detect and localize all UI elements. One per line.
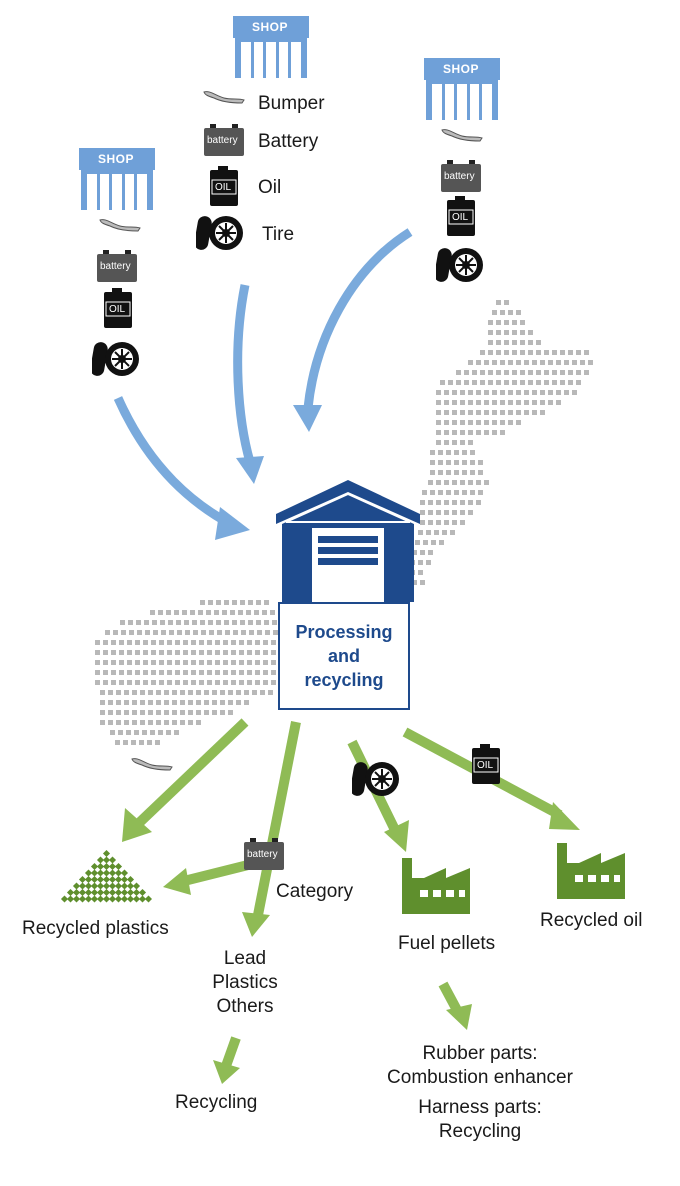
tire-icon	[436, 248, 483, 282]
inbound-arrowhead-center	[236, 456, 264, 484]
battery-icon: battery	[244, 838, 284, 870]
shop-icon	[79, 148, 155, 210]
factory-icon-fuel	[402, 858, 470, 914]
shop-building-left: SHOP	[79, 148, 155, 210]
inbound-arrowhead-right	[293, 405, 322, 432]
processing-label-line3: recycling	[304, 670, 384, 690]
processing-facility-box: Processing and recycling	[278, 602, 410, 710]
battery-icon-text: battery	[444, 171, 475, 182]
oil-can-icon: OIL	[447, 196, 475, 236]
tire-icon	[352, 762, 399, 796]
part-label-bumper: Bumper	[258, 93, 325, 114]
shop-label: SHOP	[252, 20, 289, 34]
oil-can-icon: OIL	[210, 166, 238, 206]
part-label-battery: Battery	[258, 131, 319, 152]
battery-recycling-label: Recycling	[175, 1092, 258, 1113]
lead-to-recycling-arrowhead	[213, 1060, 240, 1084]
oil-can-icon-text: OIL	[452, 212, 469, 223]
inbound-arrow-left	[113, 396, 235, 529]
outbound-arrowhead-battery	[242, 912, 270, 937]
harness-parts-label: Harness parts:	[418, 1097, 542, 1118]
battery-icon: battery	[441, 160, 481, 192]
recycled-oil-label: Recycled oil	[540, 910, 643, 931]
inbound-arrowhead-left	[215, 507, 250, 540]
processing-label: Processing and recycling	[289, 620, 399, 692]
factory-icon-oil	[557, 843, 625, 899]
shop-icon	[424, 58, 500, 120]
bumper-icon	[99, 219, 141, 232]
inbound-arrow-right	[303, 228, 413, 409]
battery-icon-text: battery	[100, 261, 131, 272]
shop-label: SHOP	[98, 152, 135, 166]
processing-label-line1: Processing	[295, 622, 393, 642]
battery-to-plastics-arrow	[178, 860, 250, 887]
fuel-to-parts-arrowhead	[446, 1004, 472, 1030]
tire-icon	[92, 342, 139, 376]
shop-building-right: SHOP	[424, 58, 500, 120]
battery-icon: battery	[204, 124, 244, 156]
outbound-arrowhead-fuel	[384, 820, 409, 852]
part-label-tire: Tire	[262, 224, 295, 245]
shop-building-top: SHOP	[233, 16, 309, 78]
battery-material-others: Others	[216, 996, 274, 1017]
combustion-enhancer-label: Combustion enhancer	[387, 1067, 573, 1088]
category-label: Category	[276, 881, 354, 902]
outbound-arrow-plastics	[136, 718, 249, 826]
fuel-pellet-uses: Rubber parts: Combustion enhancer Harnes…	[370, 1042, 590, 1144]
oil-can-icon: OIL	[104, 288, 132, 328]
processing-label-line2: and	[327, 646, 360, 666]
shop-icon	[233, 16, 309, 78]
battery-materials-list: Lead Plastics Others	[195, 947, 295, 1019]
rubber-parts-label: Rubber parts:	[422, 1043, 538, 1064]
inbound-arrow-center	[233, 284, 255, 464]
battery-icon: battery	[97, 250, 137, 282]
battery-material-plastics: Plastics	[212, 972, 278, 993]
battery-to-plastics-arrowhead	[163, 868, 191, 895]
shop-label: SHOP	[443, 62, 480, 76]
oil-can-icon-text: OIL	[109, 304, 126, 315]
warehouse-icon	[276, 480, 420, 602]
oil-can-icon-text: OIL	[215, 182, 232, 193]
harness-recycling-label: Recycling	[438, 1121, 522, 1142]
lead-to-recycling-arrow	[221, 1036, 241, 1068]
outbound-arrowhead-plastics	[122, 808, 152, 842]
bumper-icon	[131, 758, 173, 771]
battery-material-lead: Lead	[223, 948, 267, 969]
bumper-icon	[441, 129, 483, 142]
recycled-plastics-label: Recycled plastics	[22, 918, 169, 939]
fuel-pellets-label: Fuel pellets	[398, 933, 496, 954]
bumper-icon	[203, 91, 245, 104]
outbound-arrowhead-oil	[549, 802, 580, 830]
battery-icon-text: battery	[207, 135, 238, 146]
oil-can-icon: OIL	[472, 744, 500, 784]
battery-icon-text: battery	[247, 849, 278, 860]
recycled-plastic-pellets-icon	[60, 849, 152, 903]
outbound-arrow-battery	[253, 721, 301, 916]
tire-icon	[196, 216, 243, 250]
fuel-to-parts-arrow	[438, 981, 463, 1015]
part-label-oil: Oil	[258, 177, 282, 198]
oil-can-icon-text: OIL	[477, 760, 494, 771]
